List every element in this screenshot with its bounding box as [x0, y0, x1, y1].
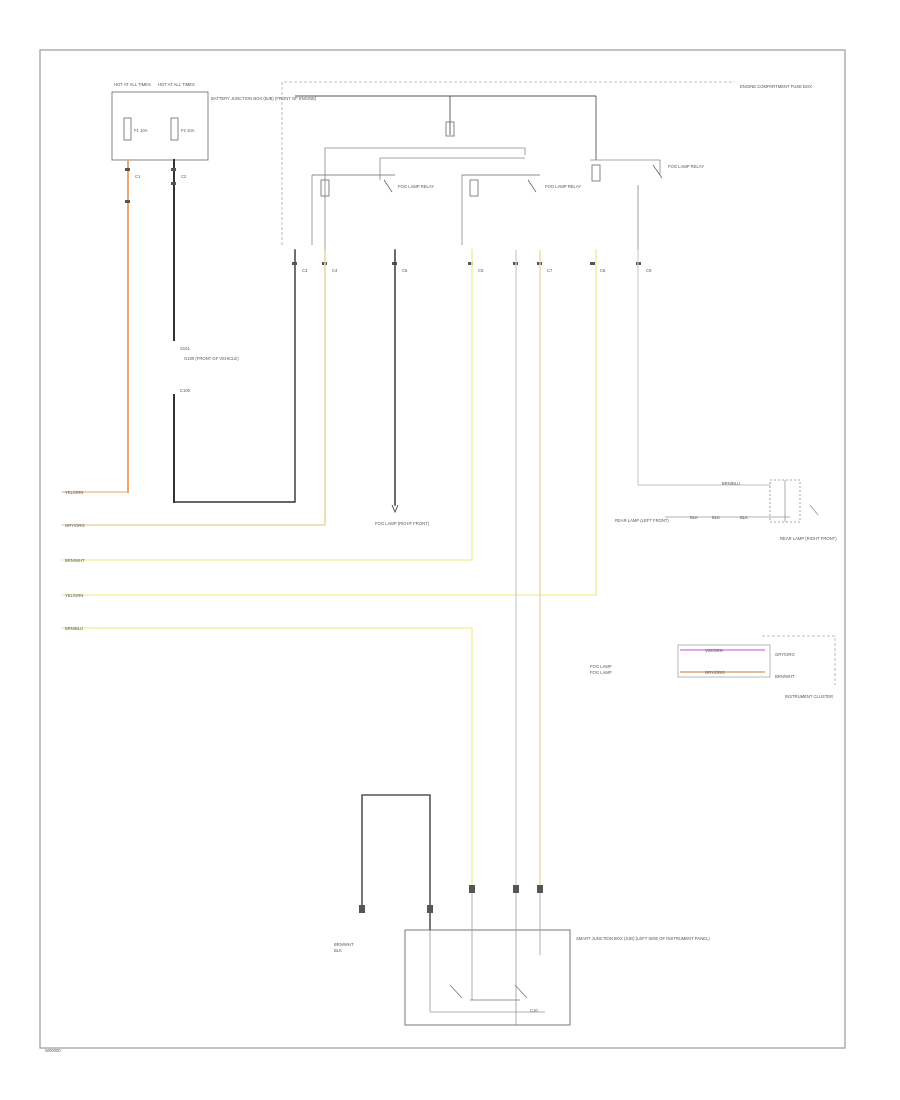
relay-1-coil [320, 179, 330, 197]
fog-lamp-right-label: FOG LAMP (RIGHT FRONT) [375, 521, 430, 526]
instrument-cluster-outline [762, 635, 836, 685]
instrument-cluster-label: INSTRUMENT CLUSTER [785, 694, 833, 699]
relay-3-coil [591, 164, 601, 182]
fuse-1-label: F1 10A [134, 128, 148, 133]
connector-pin [171, 168, 176, 171]
fuse-box-top-label-1: HOT AT ALL TIMES [114, 82, 151, 87]
connector-label-c6: C6 [478, 268, 484, 273]
engine-compartment-label: ENGINE COMPARTMENT FUSE BOX [740, 84, 812, 89]
fuse-box [111, 91, 209, 161]
splice-label-s101: S101 [180, 346, 190, 351]
connector-band [292, 262, 641, 265]
fuse-2 [170, 117, 179, 141]
cluster-wire-2: GRY/ORG [705, 670, 725, 675]
ground-left-label: G100 (FRONT OF VEHICLE) [184, 356, 239, 361]
connector-pin [469, 885, 475, 893]
engine-compartment-outline [281, 81, 735, 245]
fuse-1 [123, 117, 132, 141]
relay-2-coil [469, 179, 479, 197]
wire-light-right [637, 249, 771, 486]
connector-label-c8: C8 [600, 268, 606, 273]
smart-junction-box [404, 929, 571, 1026]
relay-1-switch [383, 179, 393, 193]
cluster-pin-2: BRN/WHT [775, 674, 795, 679]
left-wire-label-4: YEL/GRN [65, 593, 83, 598]
signal-right-label: REAR LAMP (RIGHT FRONT) [780, 536, 837, 541]
fuse-center [445, 121, 455, 137]
connector-label-c10: C10 [530, 1008, 538, 1013]
connector-pin [292, 262, 297, 265]
cluster-side-1: FOG LAMP [590, 664, 612, 669]
fuse-box-side-label: BATTERY JUNCTION BOX (BJB) (FRONT OF ENG… [211, 96, 317, 101]
fog-lamp-arrow [391, 504, 399, 514]
left-wire-label-2: GRY/ORG [65, 523, 85, 528]
cluster-pin-1: GRY/ORG [775, 652, 795, 657]
bus-third [379, 157, 525, 180]
connector-pin [427, 905, 433, 913]
connector-pin [359, 905, 365, 913]
relay-3-label: FOG LAMP RELAY [668, 164, 704, 169]
fuse-2-label: F2 10A [181, 128, 195, 133]
cluster-connector-box [677, 644, 771, 678]
wire-yellow-brn-wht [61, 249, 473, 561]
right-sig-wire-3: BLK [712, 515, 720, 520]
right-sig-wire-4: BLK [740, 515, 748, 520]
connector-label-c9: C9 [646, 268, 652, 273]
sjb-switch-2 [514, 984, 528, 999]
connector-label-c2: C2 [181, 174, 187, 179]
left-wire-label-3: BRN/WHT [65, 558, 85, 563]
connector-pin [468, 262, 473, 265]
headlamp-switch-pin-1: BRN/WHT [334, 942, 354, 947]
relay-3-switch [652, 164, 663, 179]
connector-pin [513, 885, 519, 893]
right-sig-wire-1: BRN/BLU [722, 481, 740, 486]
connector-label-c5: C5 [402, 268, 408, 273]
relay-3-bus [590, 159, 661, 175]
bus-second [324, 147, 526, 250]
connector-pin [171, 182, 176, 185]
wire-yellow-yel-grn [61, 249, 597, 596]
connector-pin [537, 885, 543, 893]
headlamp-switch-pin-2: BLK [334, 948, 342, 953]
right-sig-ground [809, 504, 819, 516]
cluster-side-2: FOG LAMP [590, 670, 612, 675]
relay-1-label: FOG LAMP RELAY [398, 184, 434, 189]
wire-tan-gry-org [61, 249, 326, 526]
connector-label-c7: C7 [547, 268, 553, 273]
connector-pin [590, 262, 595, 265]
connector-pin [125, 168, 130, 171]
wire-yellow-brn-blu [61, 627, 473, 886]
wire-dark-loop [361, 794, 431, 931]
connector-label-c3: C3 [302, 268, 308, 273]
connector-pin [125, 200, 130, 203]
connector-label-c1: C1 [135, 174, 141, 179]
fuse-box-top-label-2: HOT AT ALL TIMES [158, 82, 195, 87]
signal-left-label: REAR LAMP (LEFT FRONT) [615, 518, 669, 523]
relay-2-switch [527, 179, 537, 193]
sjb-switch-1 [449, 984, 463, 999]
splice-label-c100: C100 [180, 388, 191, 393]
left-wire-label-1: YEL/GRN [65, 490, 83, 495]
footer-code: W00000 [45, 1048, 61, 1053]
relay-2-label: FOG LAMP RELAY [545, 184, 581, 189]
wire-dark-return [173, 249, 296, 503]
connector-label-c4: C4 [332, 268, 338, 273]
cluster-wire-1: VIO/GRN [705, 648, 723, 653]
left-wire-label-5: BRN/BLU [65, 626, 83, 631]
diagram-border [39, 49, 846, 1049]
right-sig-wire-2: BLK [690, 515, 698, 520]
smart-junction-label: SMART JUNCTION BOX (SJB) (LEFT SIDE OF I… [576, 936, 710, 941]
